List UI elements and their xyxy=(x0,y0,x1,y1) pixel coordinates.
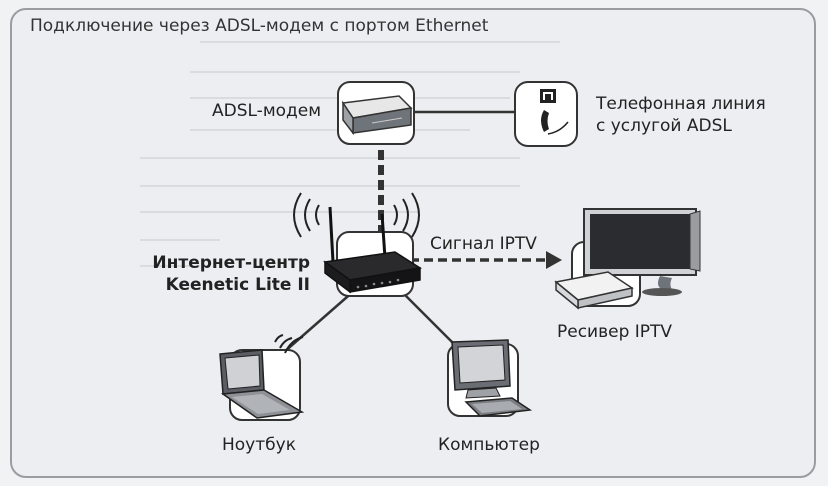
link-router-to-computer xyxy=(399,289,461,351)
computer-label: Компьютер xyxy=(438,435,540,455)
laptop-device xyxy=(219,334,305,421)
phone-line-label-line1: Телефонная линия xyxy=(596,94,766,114)
router-label-line2: Keenetic Lite II xyxy=(165,275,310,295)
adsl-modem xyxy=(337,81,415,145)
set-top-box xyxy=(554,271,634,310)
iptv-arrow-head xyxy=(546,251,562,269)
iptv-receiver-label: Ресивер IPTV xyxy=(557,322,673,342)
computer-device xyxy=(447,339,533,417)
phone-line-label-line2: с услугой ADSL xyxy=(596,116,732,136)
laptop-wifi-icon xyxy=(274,334,304,354)
router-label-line1: Интернет-центр xyxy=(152,253,310,273)
iptv-signal-label: Сигнал IPTV xyxy=(430,234,537,254)
phone-handset-icon xyxy=(541,110,569,135)
phone-line-device xyxy=(514,81,578,147)
tv-set xyxy=(583,208,701,296)
router-device xyxy=(323,206,423,297)
phone-jack-icon xyxy=(540,89,556,103)
wifi-icon xyxy=(293,192,420,238)
laptop-label: Ноутбук xyxy=(222,435,296,455)
modem-label: ADSL-модем xyxy=(212,101,322,121)
iptv-receiver-device xyxy=(554,208,701,310)
diagram-title: Подключение через ADSL-модем с портом Et… xyxy=(30,16,489,36)
